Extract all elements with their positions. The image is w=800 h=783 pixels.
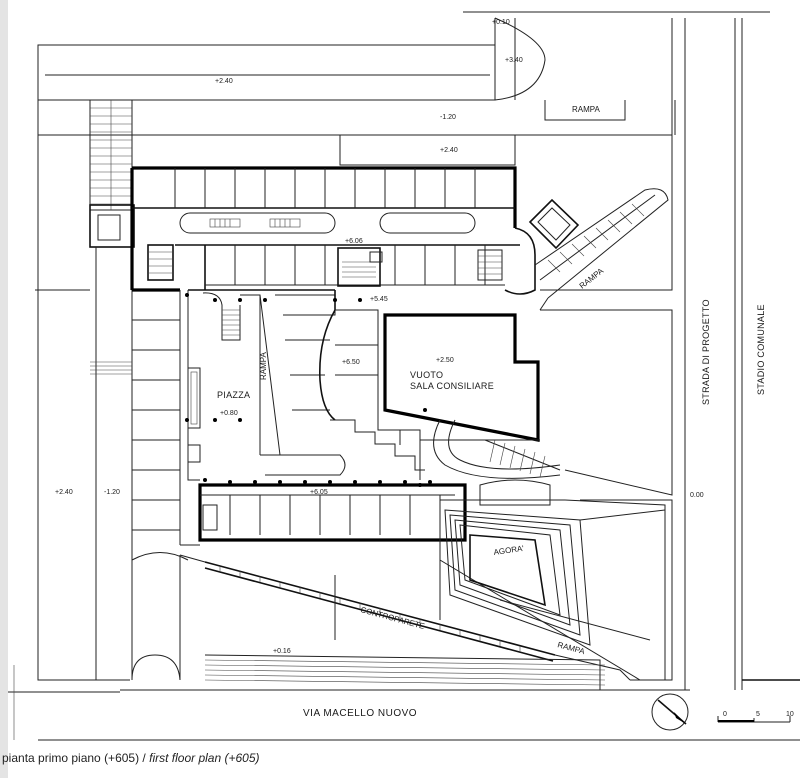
scale-five-label: 5 — [756, 711, 760, 718]
area-labels: RAMPA RAMPA RAMPA RAMPA PIAZZA VUOTO SAL… — [217, 105, 766, 719]
page-edge — [0, 0, 8, 778]
level-label-340: +3.40 — [505, 57, 523, 64]
level-label-016: +0.16 — [273, 648, 291, 655]
agora — [439, 499, 666, 681]
stadio-comunale-label: STADIO COMUNALE — [756, 304, 766, 395]
level-label-080: +0.80 — [220, 410, 238, 417]
scale-ten-label: 10 — [786, 711, 794, 718]
level-label-545: +5.45 — [370, 296, 388, 303]
scale-labels: 0 5 10 — [723, 711, 794, 718]
caption-italian: pianta primo piano (+605) / — [2, 751, 146, 765]
level-label-650: +6.50 — [342, 359, 360, 366]
sala-consiliare-void — [383, 313, 540, 442]
level-label-250: +2.50 — [436, 357, 454, 364]
level-label-240-mid: +2.40 — [440, 147, 458, 154]
level-label-010: +0.10 — [492, 19, 510, 26]
main-building — [130, 166, 536, 546]
controparete — [179, 554, 651, 690]
left-stair-strip — [89, 99, 189, 681]
sala-consiliare-label: SALA CONSILIARE — [410, 381, 494, 391]
scale-bar — [717, 716, 791, 723]
site-boundaries — [8, 11, 800, 741]
rampa-diagonal-label: RAMPA — [578, 266, 606, 291]
level-label-606: +6.06 — [345, 238, 363, 245]
plan-caption: pianta primo piano (+605) / first floor … — [2, 751, 260, 765]
piazza-label: PIAZZA — [217, 390, 250, 400]
level-label-120-left: -1.20 — [104, 489, 120, 496]
level-label-120: -1.20 — [440, 114, 456, 121]
curved-ramp-south — [420, 419, 561, 506]
elevation-labels: +0.10 +3.40 +2.40 -1.20 +2.40 +6.06 +5.4… — [55, 19, 704, 655]
via-macello-nuovo-label: VIA MACELLO NUOVO — [303, 708, 417, 719]
diagonal-ramp — [528, 188, 669, 311]
columns — [185, 293, 432, 487]
caption-english: first floor plan (+605) — [149, 751, 260, 765]
level-label-240-top: +2.40 — [215, 78, 233, 85]
strada-di-progetto-label: STRADA DI PROGETTO — [701, 299, 711, 405]
vuoto-label: VUOTO — [410, 370, 443, 380]
rampa-vertical-label: RAMPA — [259, 351, 268, 380]
level-label-000: 0.00 — [690, 492, 704, 499]
rampa-bottom-label: RAMPA — [556, 640, 586, 656]
north-arrow — [651, 693, 689, 731]
rampa-top-label: RAMPA — [572, 105, 601, 114]
agora-label: AGORA' — [493, 544, 525, 557]
level-label-240-left: +2.40 — [55, 489, 73, 496]
scale-zero-label: 0 — [723, 711, 727, 718]
level-label-605: +6.05 — [310, 489, 328, 496]
